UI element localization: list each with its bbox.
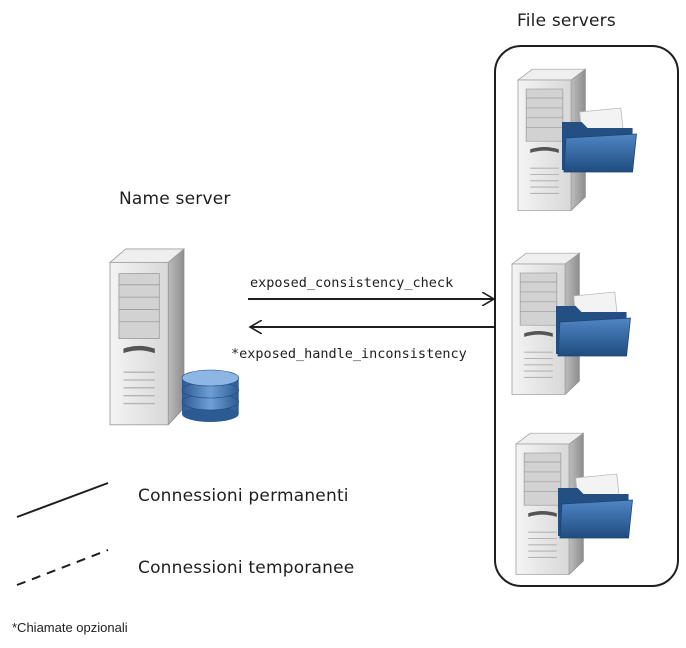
file-server-icon [515, 432, 633, 576]
legend-solid-label: Connessioni permanenti [138, 486, 349, 506]
file-server-icon [511, 252, 631, 396]
file-servers-title: File servers [517, 11, 616, 31]
legend-solid-line [16, 482, 109, 518]
name-server-label: Name server [119, 189, 231, 209]
file-server-icon [517, 68, 637, 212]
arrow-left-label: *exposed_handle_inconsistency [231, 346, 467, 362]
legend-dashed-line [16, 549, 109, 586]
legend-dashed-label: Connessioni temporanee [138, 558, 355, 578]
arrow-right-label: exposed_consistency_check [250, 275, 454, 291]
name-server-icon [109, 248, 240, 426]
file-servers-container [494, 45, 679, 587]
footnote: *Chiamate opzionali [12, 620, 128, 635]
